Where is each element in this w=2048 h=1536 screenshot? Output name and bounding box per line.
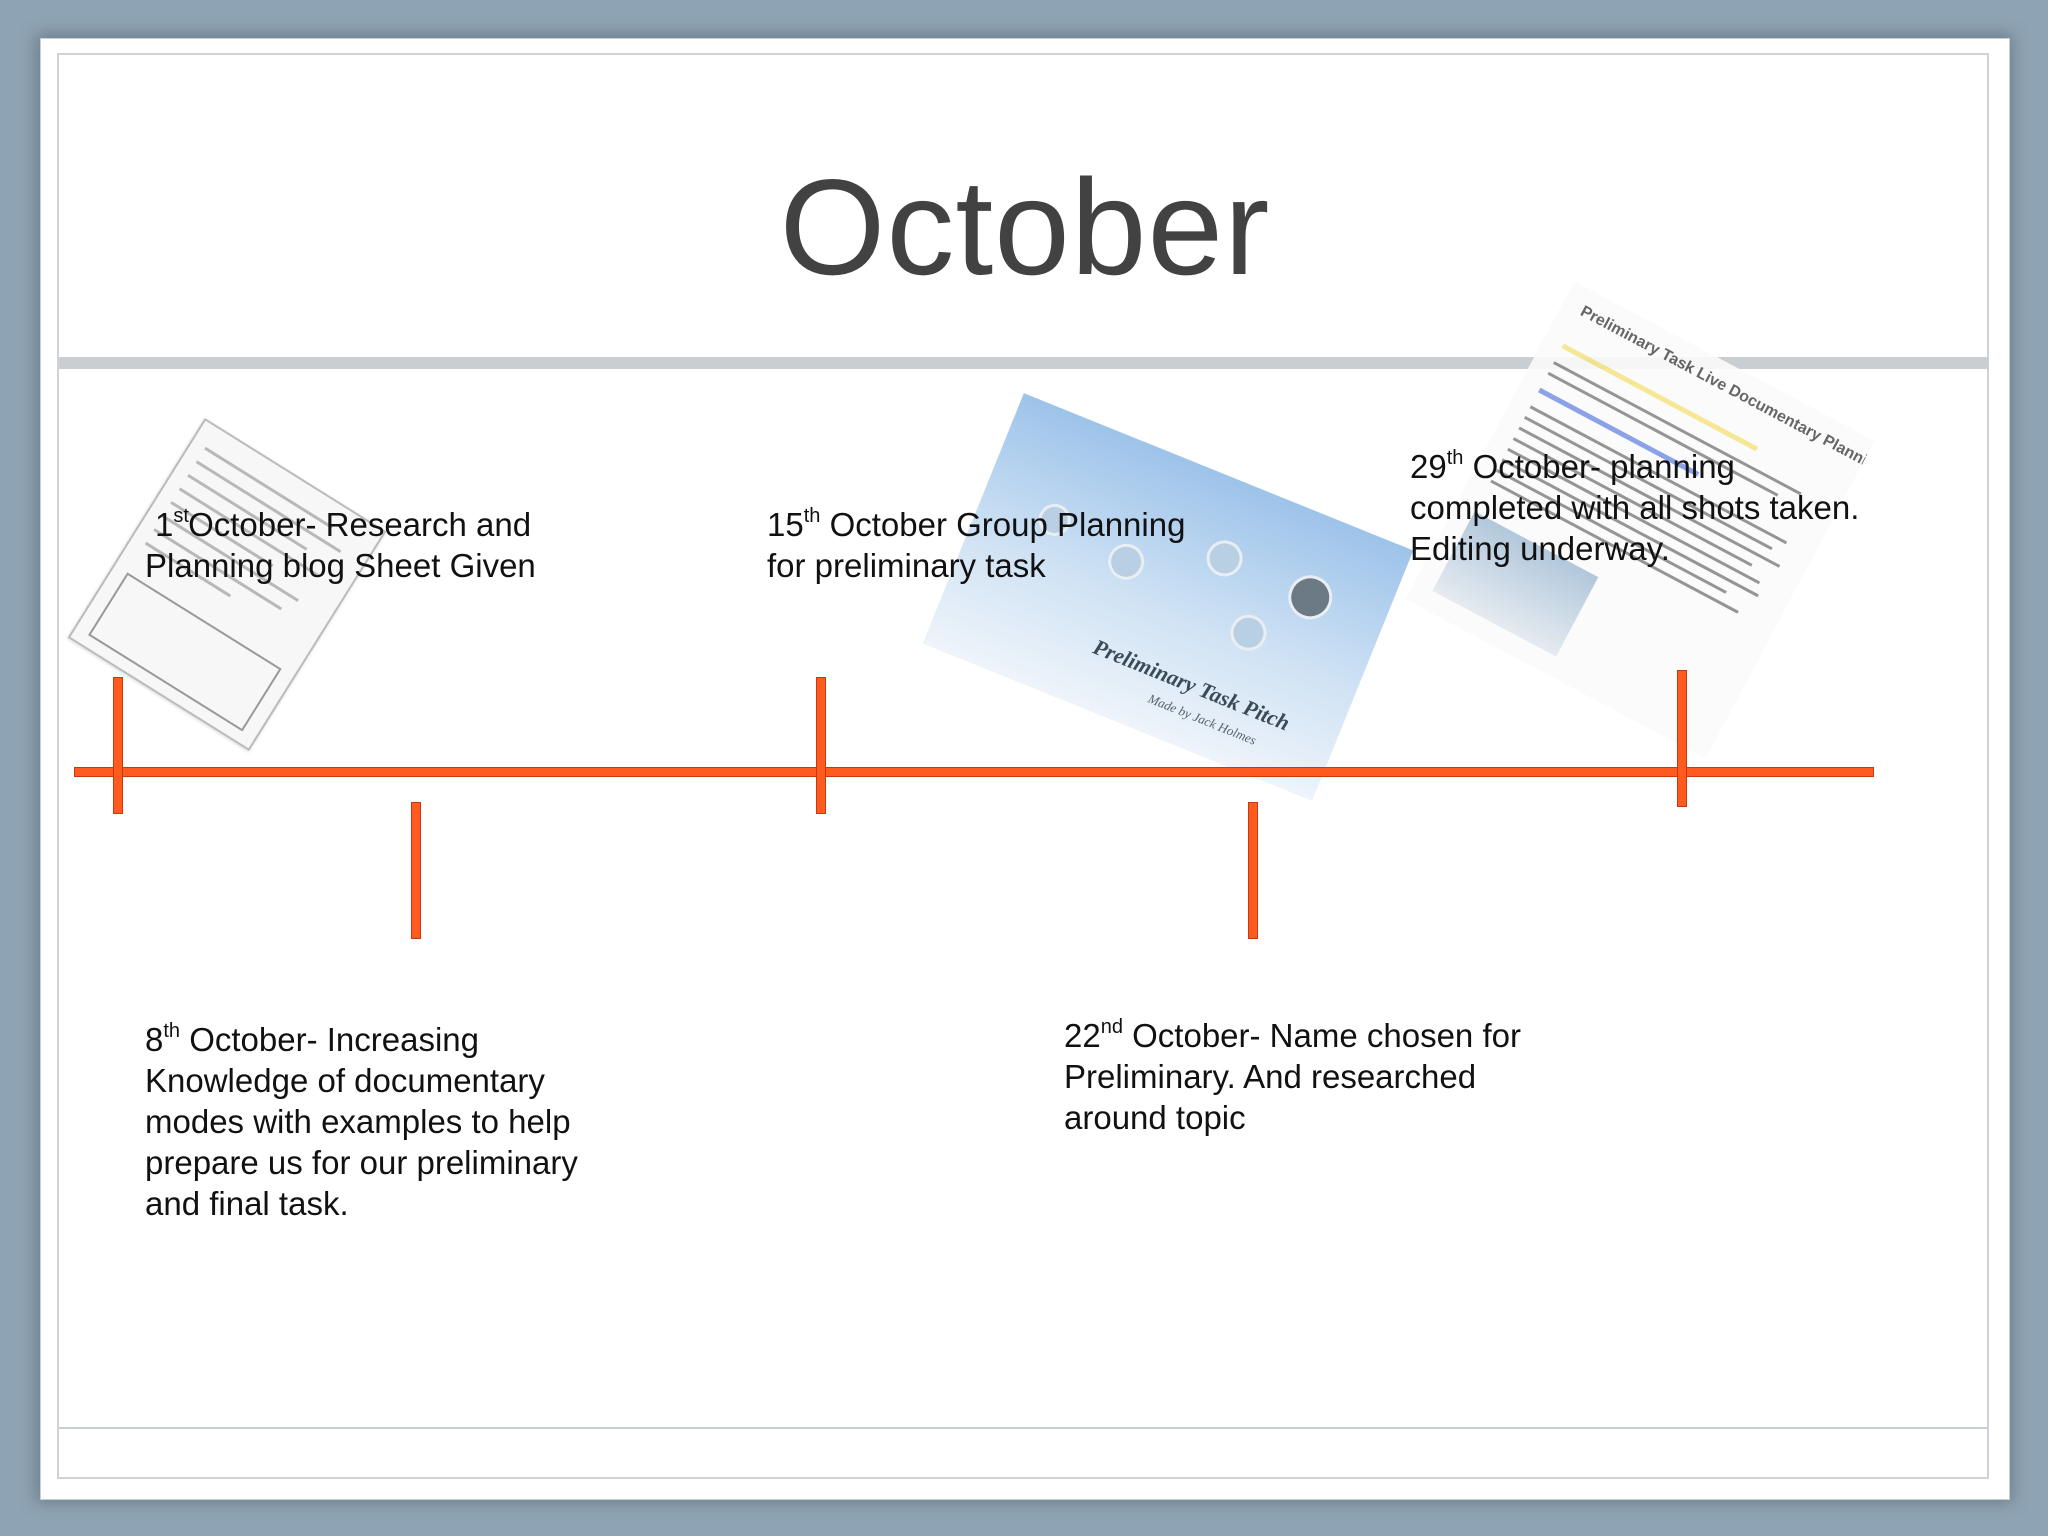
event-8th-october: 8th October- Increasing Knowledge of doc… <box>145 1020 578 1222</box>
footer-divider <box>59 1427 1989 1429</box>
timeline-tick-29th <box>1677 670 1687 807</box>
event-1st-day: 1st <box>155 505 189 543</box>
title-divider <box>59 357 1989 369</box>
event-22nd-october: 22nd October- Name chosen for Preliminar… <box>1064 1016 1521 1136</box>
timeline-tick-22nd <box>1248 802 1258 939</box>
slide-frame <box>57 53 1989 1479</box>
event-1st-october: 1st October- Research and Planning blog … <box>145 505 536 584</box>
timeline-tick-1st <box>113 677 123 814</box>
timeline-bar <box>74 767 1874 777</box>
timeline-tick-8th <box>411 802 421 939</box>
event-29th-october: 29th October- planning completed with al… <box>1410 447 1860 567</box>
event-15th-october: 15th October Group Planning for prelimin… <box>767 505 1186 584</box>
timeline-tick-15th <box>816 677 826 814</box>
slide-title: October <box>779 151 1271 303</box>
